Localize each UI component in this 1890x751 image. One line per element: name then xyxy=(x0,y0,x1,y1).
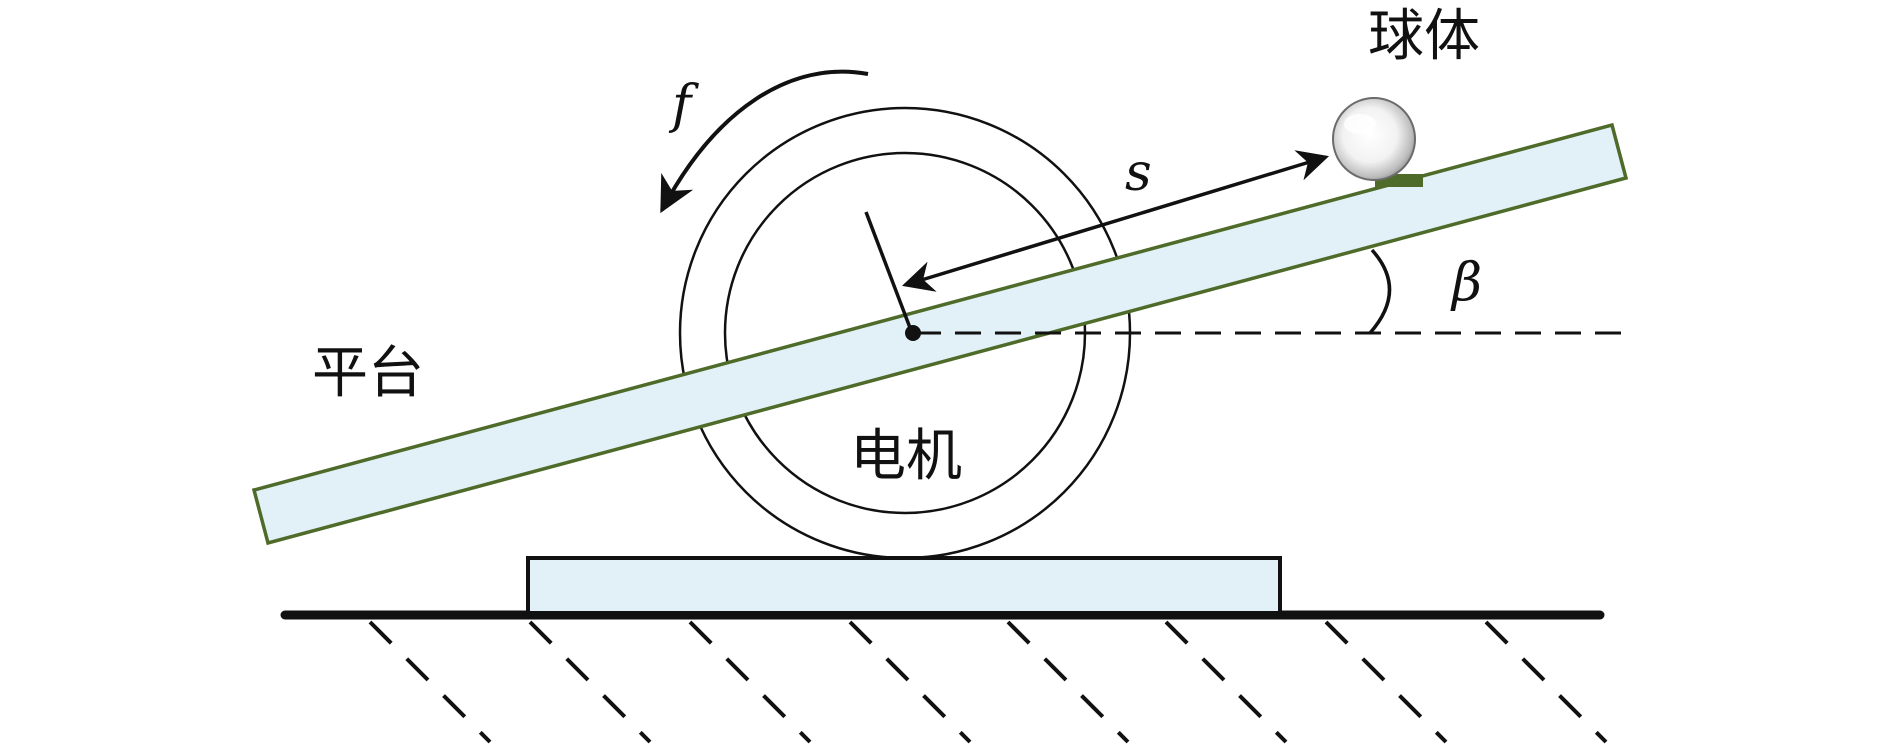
rotation-arrow xyxy=(660,69,869,214)
ground-hatching xyxy=(368,620,1608,744)
ball-label: 球体 xyxy=(1368,4,1480,69)
angle-label: β xyxy=(1450,253,1482,313)
distance-label: s xyxy=(1125,143,1152,203)
platform-label: 平台 xyxy=(312,341,424,406)
angle-arc xyxy=(1368,248,1392,335)
ball-icon xyxy=(1332,97,1416,181)
motor-label: 电机 xyxy=(850,424,962,489)
distance-arrow xyxy=(901,150,1330,292)
ball-highlight xyxy=(1344,114,1376,134)
torque-label: f xyxy=(668,75,699,135)
base-block xyxy=(526,556,1282,615)
pivot-dot xyxy=(905,325,921,341)
pivot-pointer-line xyxy=(864,211,914,334)
